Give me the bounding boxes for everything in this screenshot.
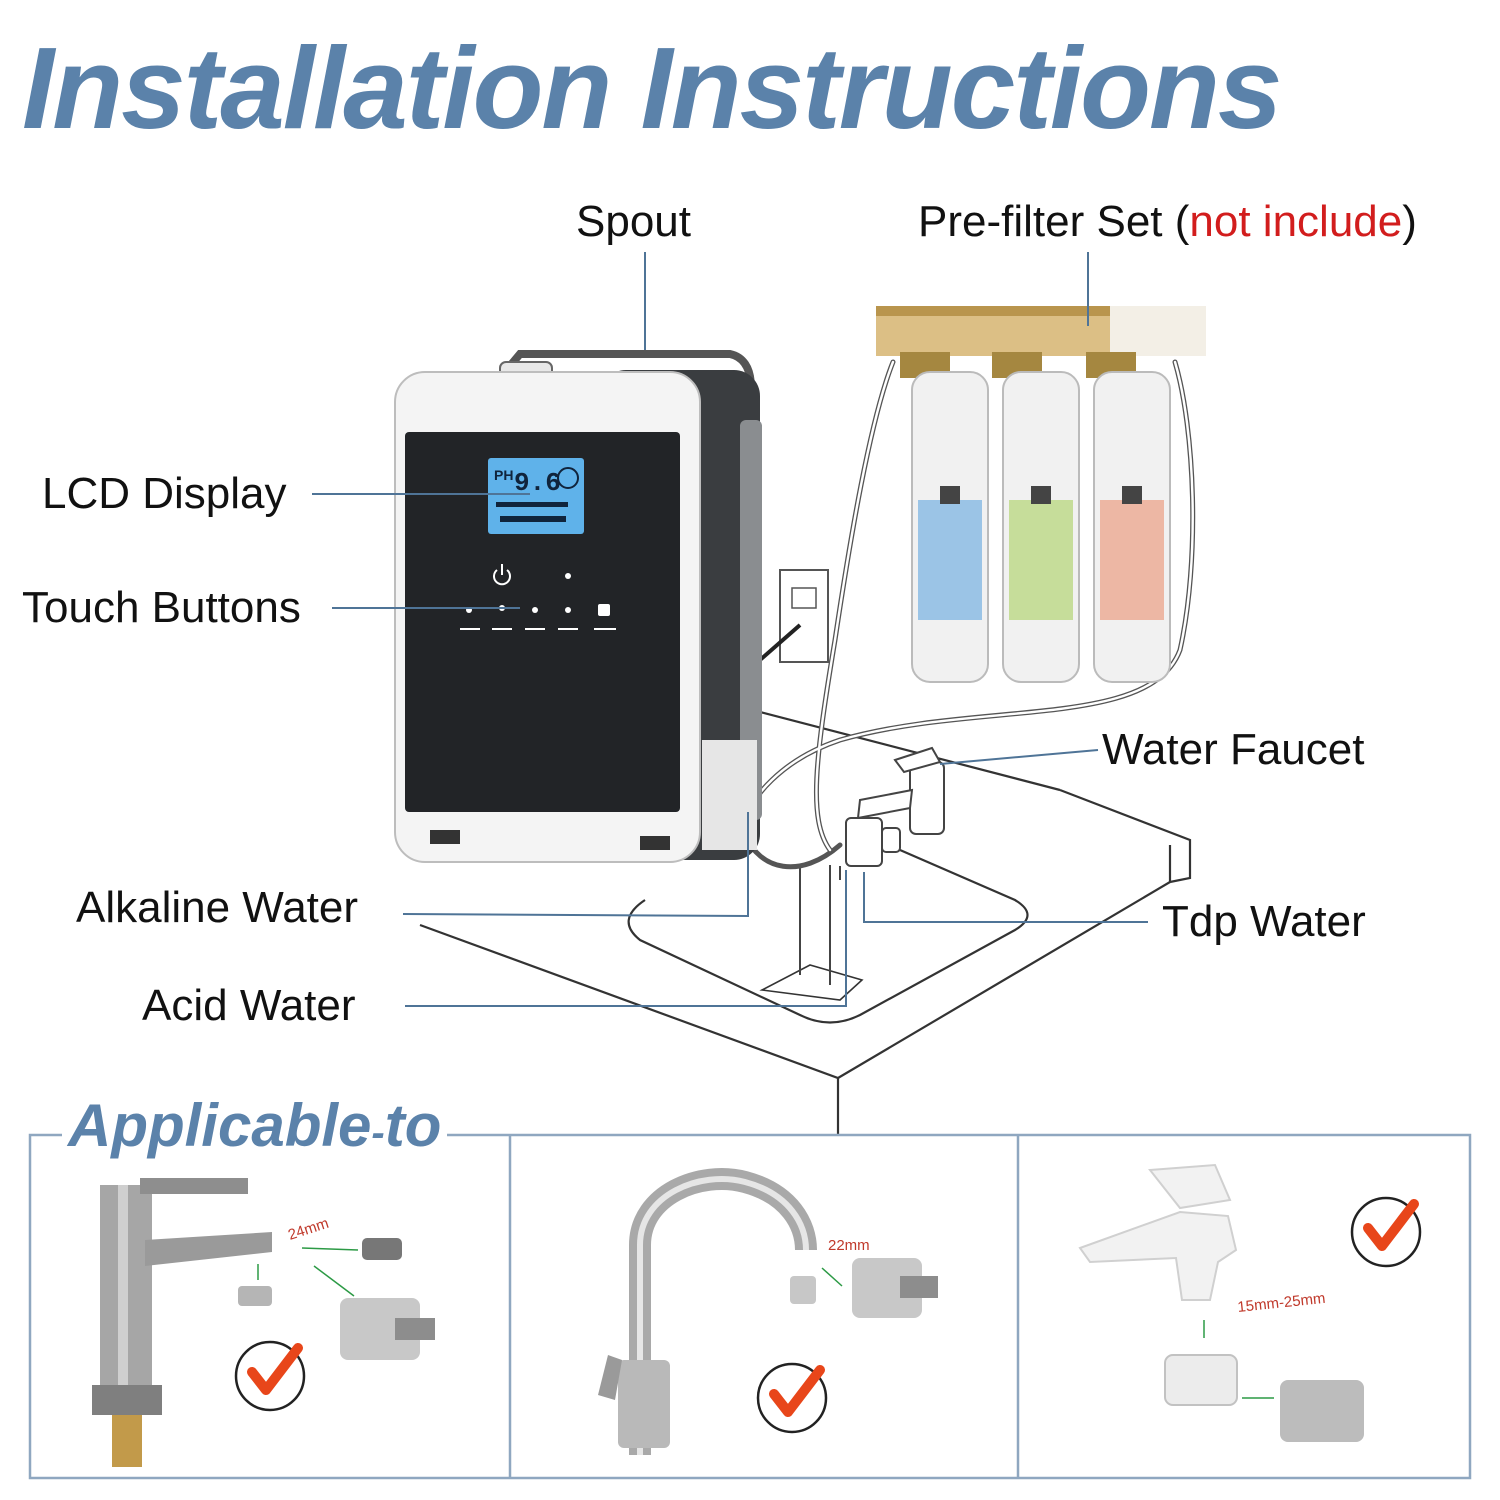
label-acid-water: Acid Water: [142, 981, 356, 1030]
label-touch-buttons: Touch Buttons: [22, 583, 301, 632]
applicable-heading-a: Applicable: [68, 1092, 372, 1159]
counter-outline: [419, 710, 1192, 1135]
power-icon: [493, 564, 511, 586]
panel-3-faucet: 15mm-25mm: [1078, 1163, 1422, 1442]
panel-3-check-icon: [1350, 1196, 1422, 1268]
panel-1-faucet: 24mm: [92, 1178, 435, 1467]
panel-2-faucet: 22mm: [598, 1168, 938, 1455]
panel-1-dimension: 24mm: [286, 1215, 331, 1244]
panel-3-dimension: 15mm-25mm: [1237, 1290, 1327, 1316]
wall-outlet: [758, 569, 829, 663]
filter-cartridge-2: [1002, 371, 1080, 683]
prefilter-set: [876, 306, 1206, 683]
applicable-heading: Applicable-to: [62, 1096, 448, 1156]
applicable-heading-sep: -: [371, 1111, 385, 1155]
label-water-faucet: Water Faucet: [1102, 725, 1365, 774]
applicable-panels: [28, 1133, 1472, 1480]
water-faucet: [839, 746, 945, 880]
label-lcd-display: LCD Display: [42, 469, 287, 518]
paren-open: (: [1174, 197, 1190, 246]
leader-lines: [312, 252, 1148, 1007]
label-alkaline-water: Alkaline Water: [76, 883, 359, 932]
label-prefilter-text: Pre-filter Set: [918, 197, 1163, 246]
panel-2-check-icon: [756, 1362, 828, 1434]
page-title: Installation Instructions: [22, 23, 1282, 153]
filter-cartridge-1: [911, 371, 989, 683]
panel-1-check-icon: [234, 1340, 306, 1412]
applicable-heading-b: to: [384, 1092, 442, 1159]
lcd-screen: [488, 458, 584, 534]
panel-2-dimension: 22mm: [828, 1237, 870, 1254]
filter-cartridge-3: [1093, 371, 1171, 683]
label-prefilter-set: Pre-filter Set (not include): [918, 200, 1417, 244]
label-spout: Spout: [576, 197, 691, 246]
lcd-ph-label: PH: [494, 467, 513, 483]
paren-close: ): [1402, 197, 1417, 246]
label-tdp-water: Tdp Water: [1162, 897, 1366, 946]
label-prefilter-note: not include: [1189, 197, 1403, 246]
sink-pipes: [799, 865, 831, 985]
